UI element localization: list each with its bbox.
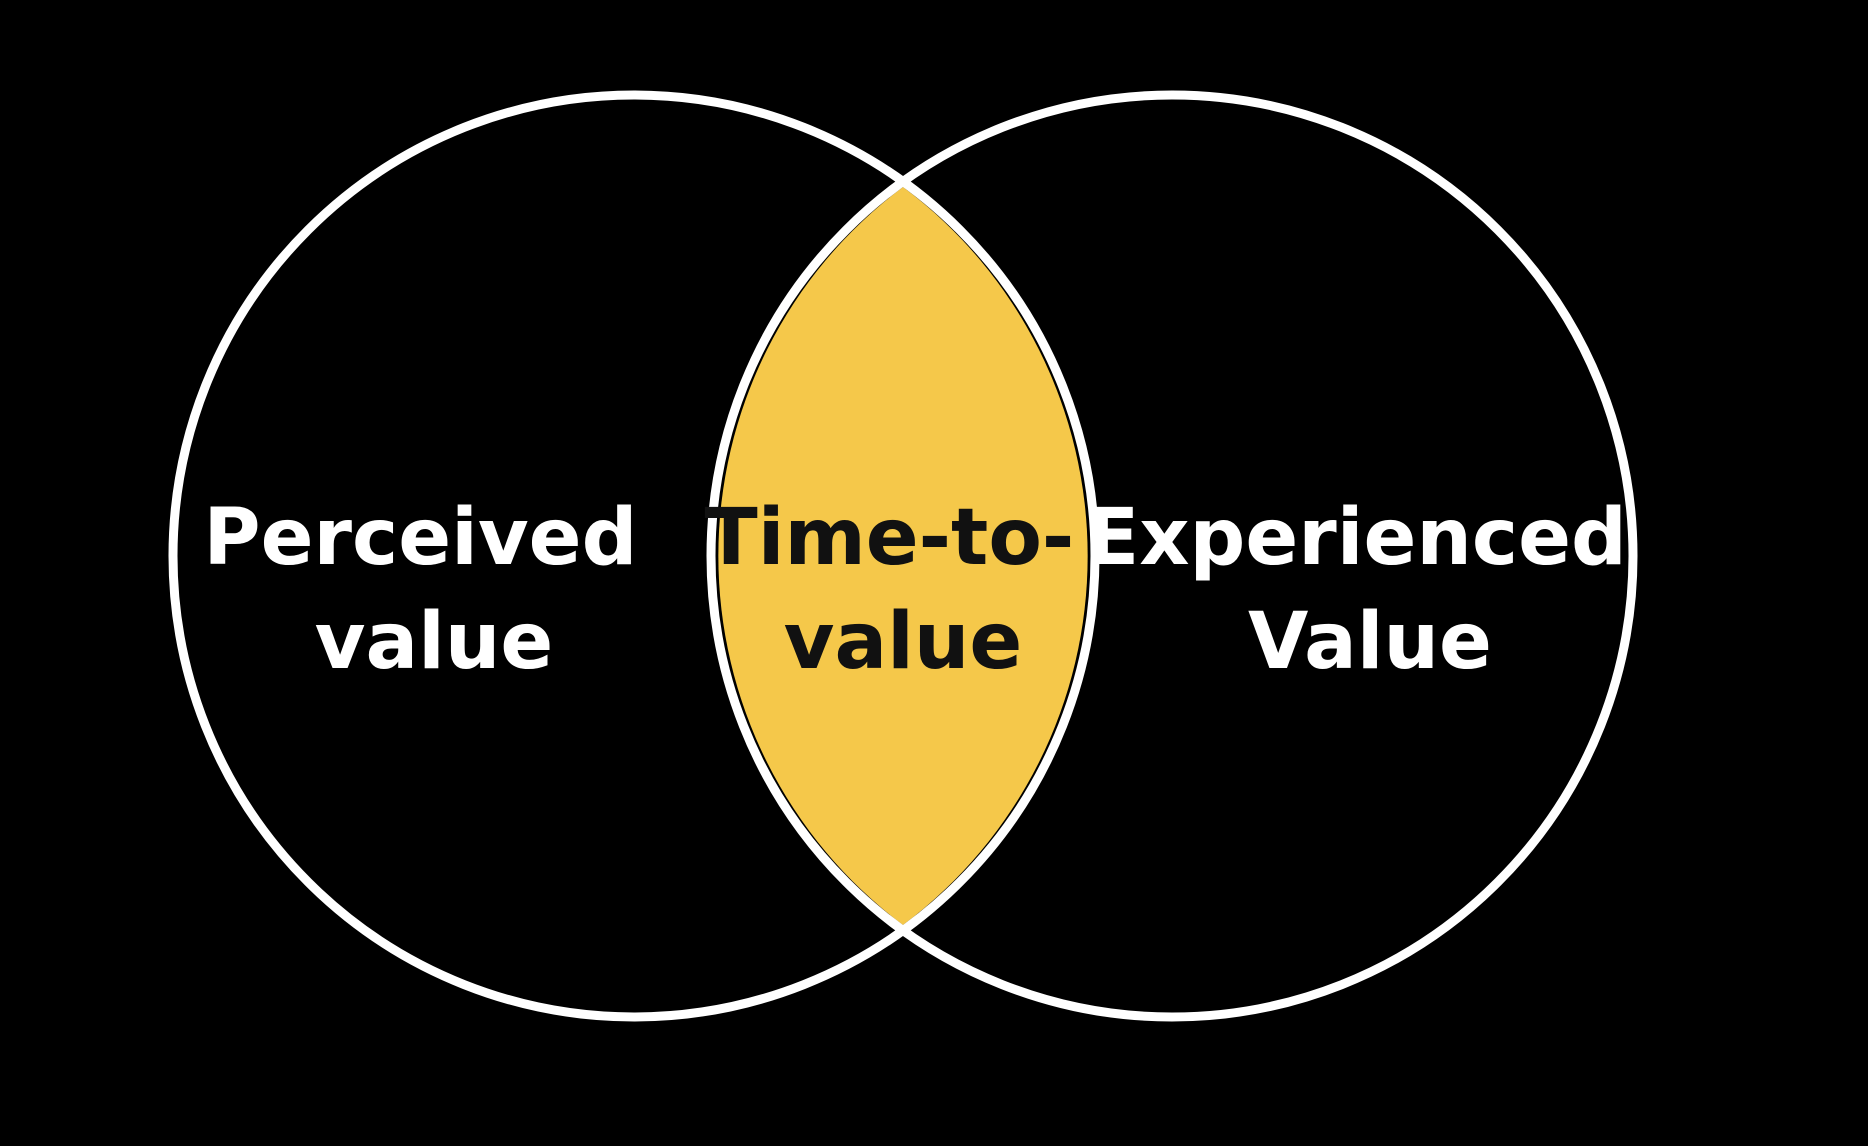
right-set-label-line2: Value [1248, 597, 1492, 687]
intersection-label-line2: value [784, 597, 1023, 687]
left-set-label-line1: Perceived [203, 493, 637, 583]
left-set-label-line2: value [315, 597, 554, 687]
left-set-label: Perceived value [203, 493, 664, 687]
right-set-label: Experienced Value [1086, 493, 1654, 687]
left-circle [168, 90, 1100, 1022]
right-circle [706, 90, 1638, 1022]
intersection-label: Time-to- value [705, 493, 1102, 687]
intersection-lens [718, 187, 1088, 925]
right-set-label-line1: Experienced [1086, 493, 1627, 583]
intersection-label-line1: Time-to- [705, 493, 1075, 583]
